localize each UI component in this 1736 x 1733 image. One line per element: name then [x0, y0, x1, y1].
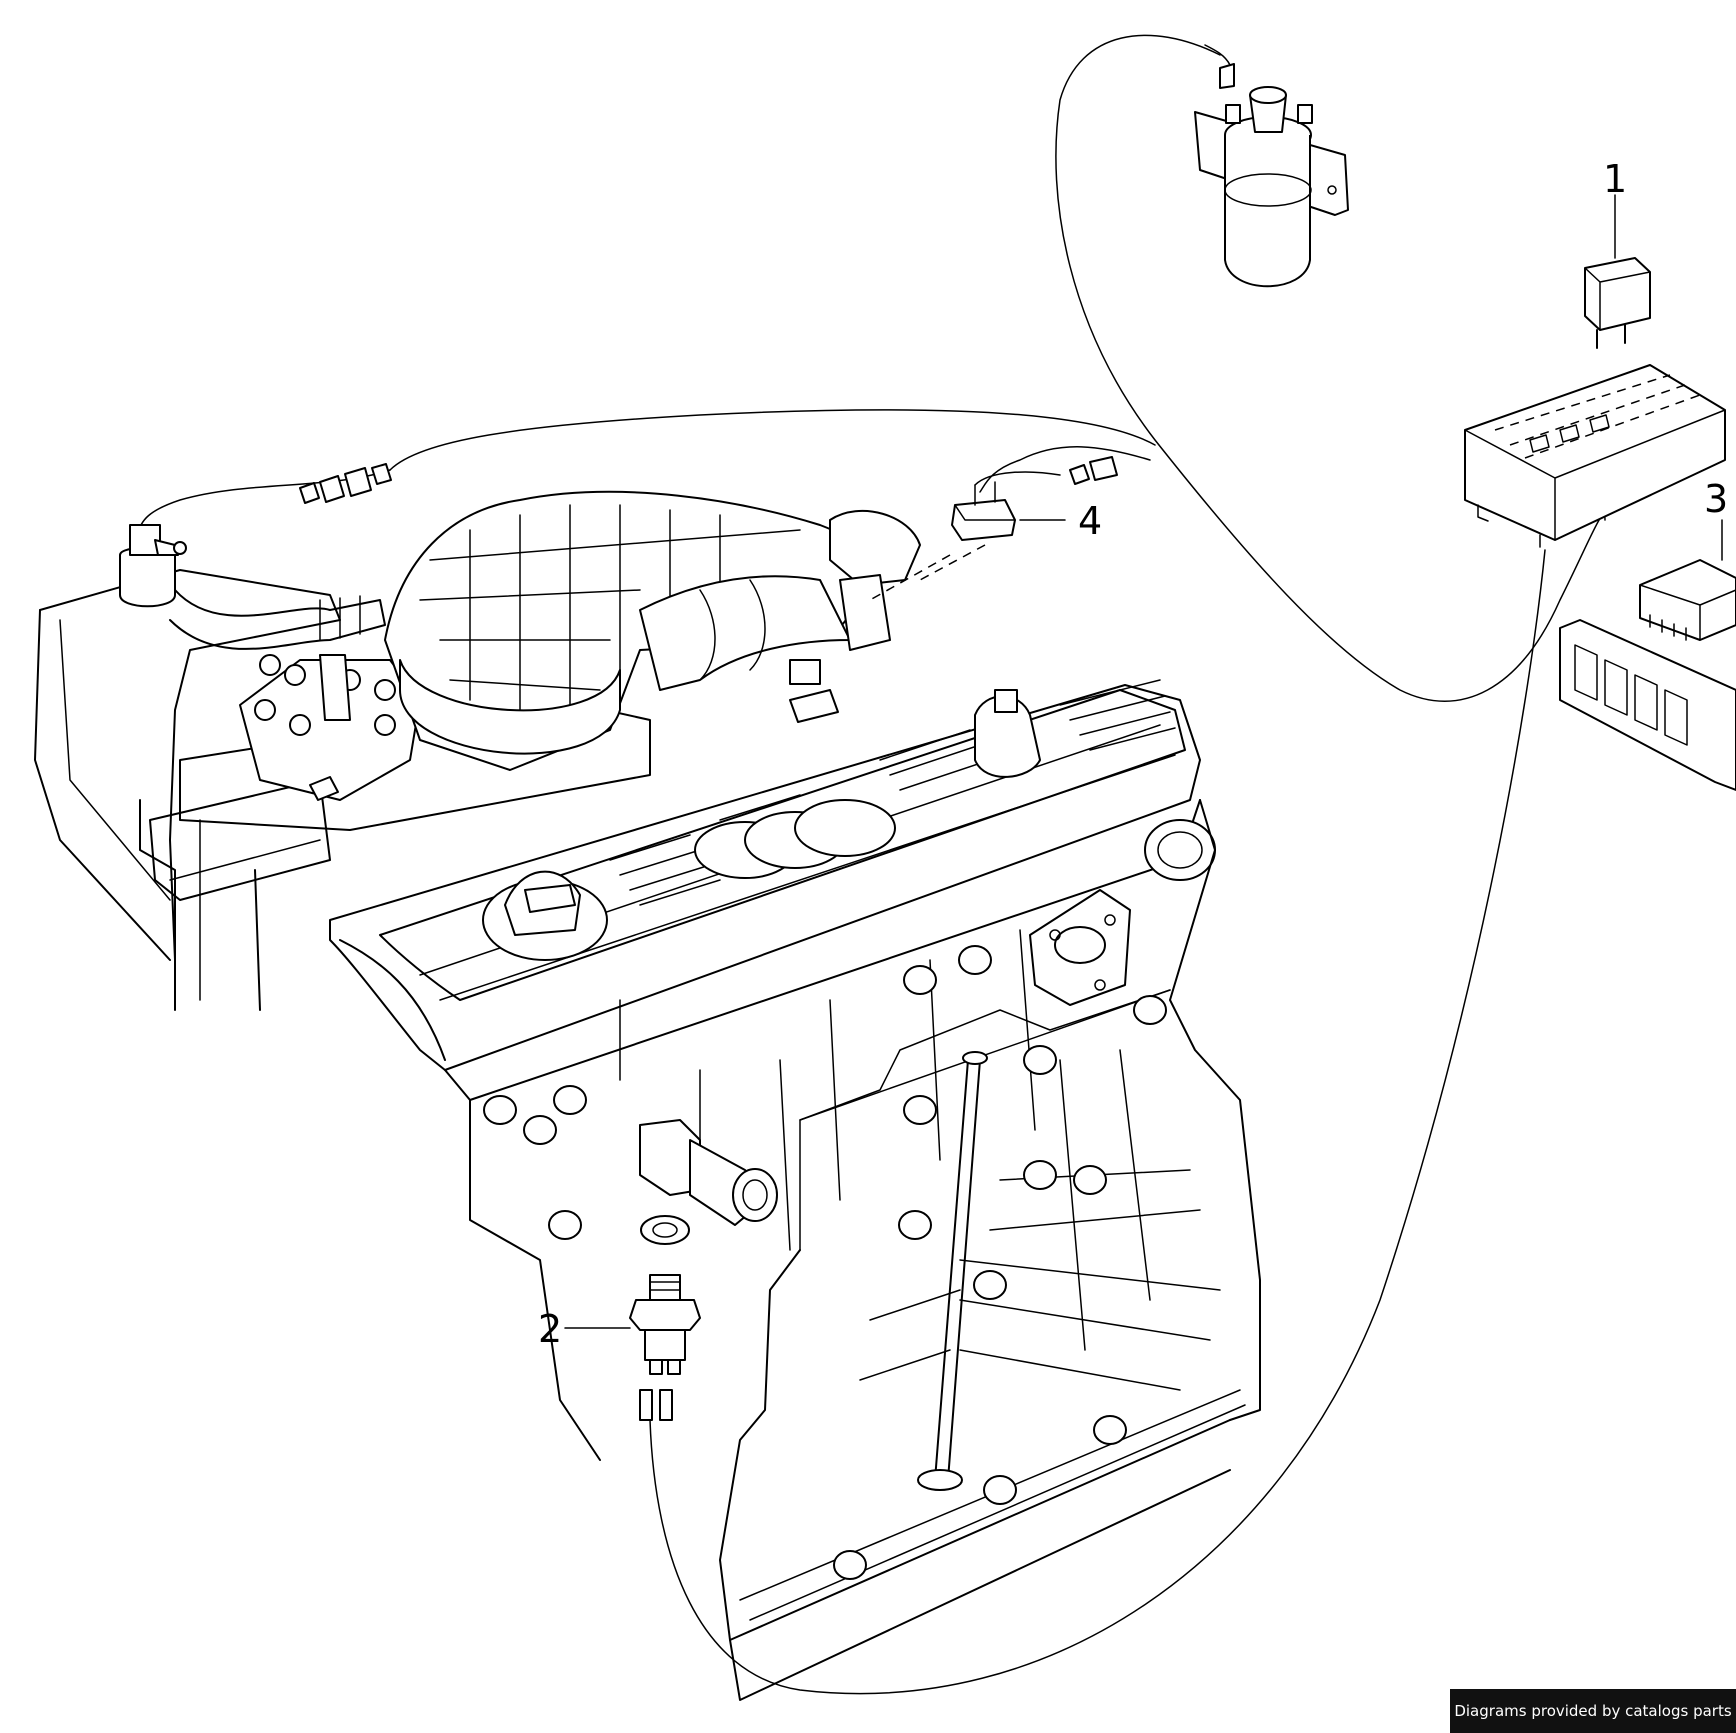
control-unit-part-3 [1640, 520, 1736, 640]
engine-block [35, 492, 1260, 1700]
sender-part-2 [565, 1216, 700, 1420]
callout-label-4: 4 [1078, 499, 1102, 543]
ignition-coil [1195, 45, 1348, 286]
connector-part-4 [870, 457, 1117, 600]
relay-panel [1465, 365, 1725, 547]
callout-label-3: 3 [1704, 477, 1728, 521]
callout-label-1: 1 [1603, 157, 1627, 201]
relay-carrier [1560, 620, 1736, 790]
harness-connector [300, 464, 391, 503]
relay-part-1 [1585, 195, 1650, 348]
credit-banner: Diagrams provided by catalogs parts [1450, 1689, 1736, 1733]
wiring-harness [138, 35, 1605, 1693]
callout-label-2: 2 [538, 1307, 562, 1351]
